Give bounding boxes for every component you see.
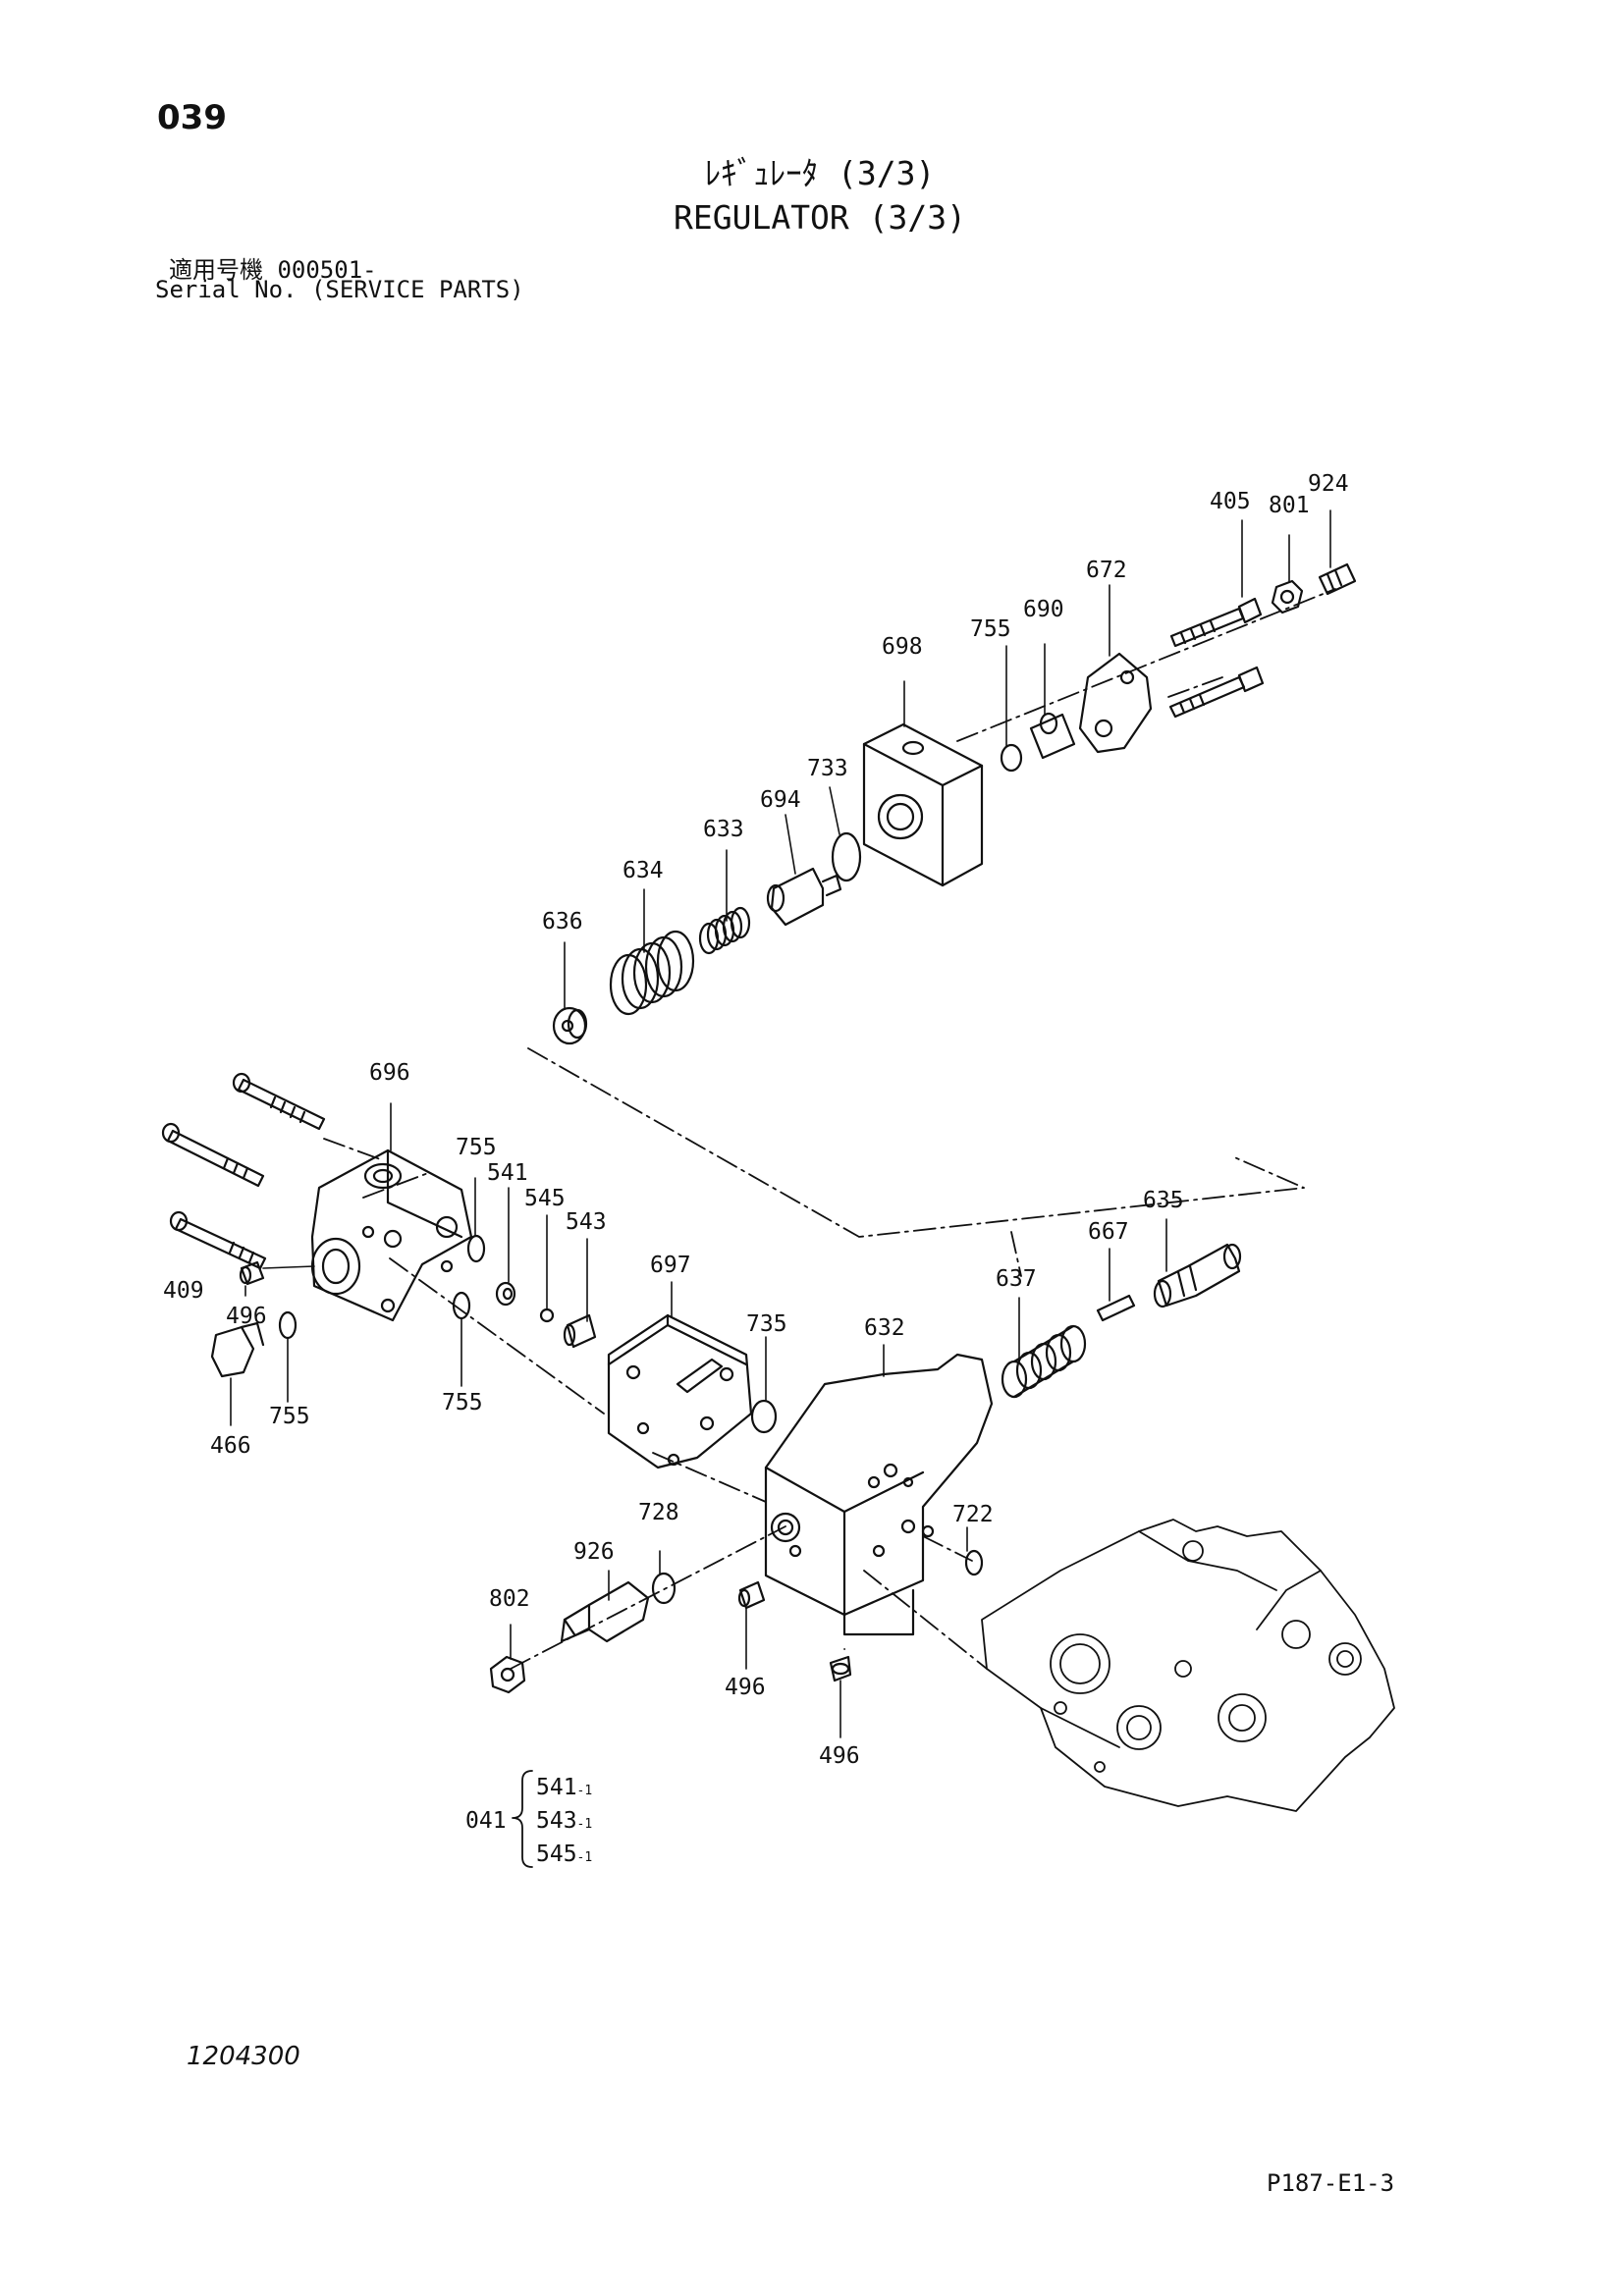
part-label-637: 637 [996, 1266, 1037, 1292]
part-label-755: 755 [442, 1390, 483, 1415]
page-number: 039 [157, 98, 227, 137]
orifice-541 [495, 1281, 516, 1307]
o-ring-722 [964, 1549, 984, 1576]
kit-item-545: 545-1 [536, 1842, 592, 1867]
part-label-924: 924 [1308, 471, 1349, 497]
plug-690 [1029, 712, 1076, 760]
part-label-496: 496 [725, 1675, 766, 1700]
leader-lines [230, 509, 1331, 1738]
part-label-722: 722 [952, 1502, 994, 1527]
part-label-634: 634 [623, 858, 664, 883]
plug-496-center [737, 1580, 766, 1610]
spool-694 [766, 867, 842, 927]
part-label-802: 802 [489, 1586, 530, 1612]
kit-041: 041 541-1 543-1 545-1 [465, 1770, 592, 1868]
plug-496-left [239, 1260, 265, 1286]
part-label-694: 694 [760, 787, 801, 813]
part-label-409: 409 [163, 1278, 204, 1304]
part-label-545: 545 [524, 1186, 566, 1211]
serial-number-japanese: 適用号機 000501- [169, 256, 377, 284]
spring-633 [698, 906, 751, 955]
page-title: REGULATOR (3/3) [673, 198, 966, 237]
plug-466 [210, 1321, 265, 1378]
serial-number: Serial No. (SERVICE PARTS) [155, 276, 524, 303]
part-label-496: 496 [819, 1743, 860, 1769]
nut-801 [1271, 579, 1304, 614]
part-label-632: 632 [864, 1315, 905, 1341]
part-label-541: 541 [487, 1160, 528, 1186]
part-label-733: 733 [807, 756, 848, 781]
part-label-926: 926 [573, 1539, 615, 1565]
block-696 [310, 1148, 473, 1322]
part-label-728: 728 [638, 1500, 679, 1525]
part-label-543: 543 [566, 1209, 607, 1235]
o-ring-735 [750, 1399, 778, 1434]
seat-636 [552, 1006, 588, 1045]
bolt-405-upper [1169, 597, 1263, 648]
page-code: P187-E1-3 [1267, 2169, 1395, 2197]
part-label-801: 801 [1269, 493, 1310, 518]
kit-number: 041 [465, 1808, 507, 1834]
seat-543 [563, 1313, 597, 1349]
part-label-735: 735 [746, 1311, 787, 1337]
part-label-672: 672 [1086, 558, 1127, 583]
part-label-696: 696 [369, 1060, 410, 1086]
part-label-755: 755 [970, 616, 1011, 642]
part-label-636: 636 [542, 909, 583, 934]
block-698 [862, 722, 984, 887]
plug-496-lower [829, 1655, 852, 1682]
piston-637 [1001, 1324, 1087, 1399]
pin-667 [1096, 1294, 1136, 1322]
center-lines [323, 588, 1336, 1670]
drawing-number: 1204300 [187, 2042, 300, 2071]
o-ring-733 [831, 831, 862, 882]
part-label-755: 755 [269, 1404, 310, 1429]
spring-634 [609, 930, 695, 1016]
plug-926 [560, 1580, 650, 1643]
part-label-633: 633 [703, 817, 744, 842]
part-label-667: 667 [1088, 1219, 1129, 1245]
set-screw-924 [1318, 562, 1357, 596]
page-title-japanese: ﾚｷﾞｭﾚｰﾀ (3/3) [704, 154, 936, 192]
part-label-690: 690 [1023, 597, 1064, 622]
bolt-405-lower [1168, 666, 1265, 719]
pump-body [981, 1519, 1395, 1812]
part-label-496: 496 [226, 1304, 267, 1329]
o-ring-755-left [278, 1234, 486, 1340]
kit-item-541: 541-1 [536, 1775, 592, 1800]
part-label-755: 755 [456, 1135, 497, 1160]
housing-632 [764, 1353, 994, 1636]
part-label-635: 635 [1143, 1188, 1184, 1213]
part-labels: 405 801 924 672 698 755 690 733 694 633 … [163, 471, 1349, 1769]
ball-545 [539, 1308, 555, 1323]
flange-672 [1078, 652, 1153, 754]
part-label-405: 405 [1210, 489, 1251, 514]
o-ring-755-top [1000, 743, 1023, 773]
bolt-set-left [161, 1072, 326, 1270]
o-ring-728 [651, 1572, 677, 1605]
part-label-698: 698 [882, 634, 923, 660]
part-label-466: 466 [210, 1433, 251, 1459]
plug-635 [1153, 1243, 1242, 1308]
nut-802 [489, 1655, 526, 1694]
kit-item-543: 543-1 [536, 1808, 592, 1834]
part-label-697: 697 [650, 1253, 691, 1278]
cover-697 [607, 1313, 753, 1469]
